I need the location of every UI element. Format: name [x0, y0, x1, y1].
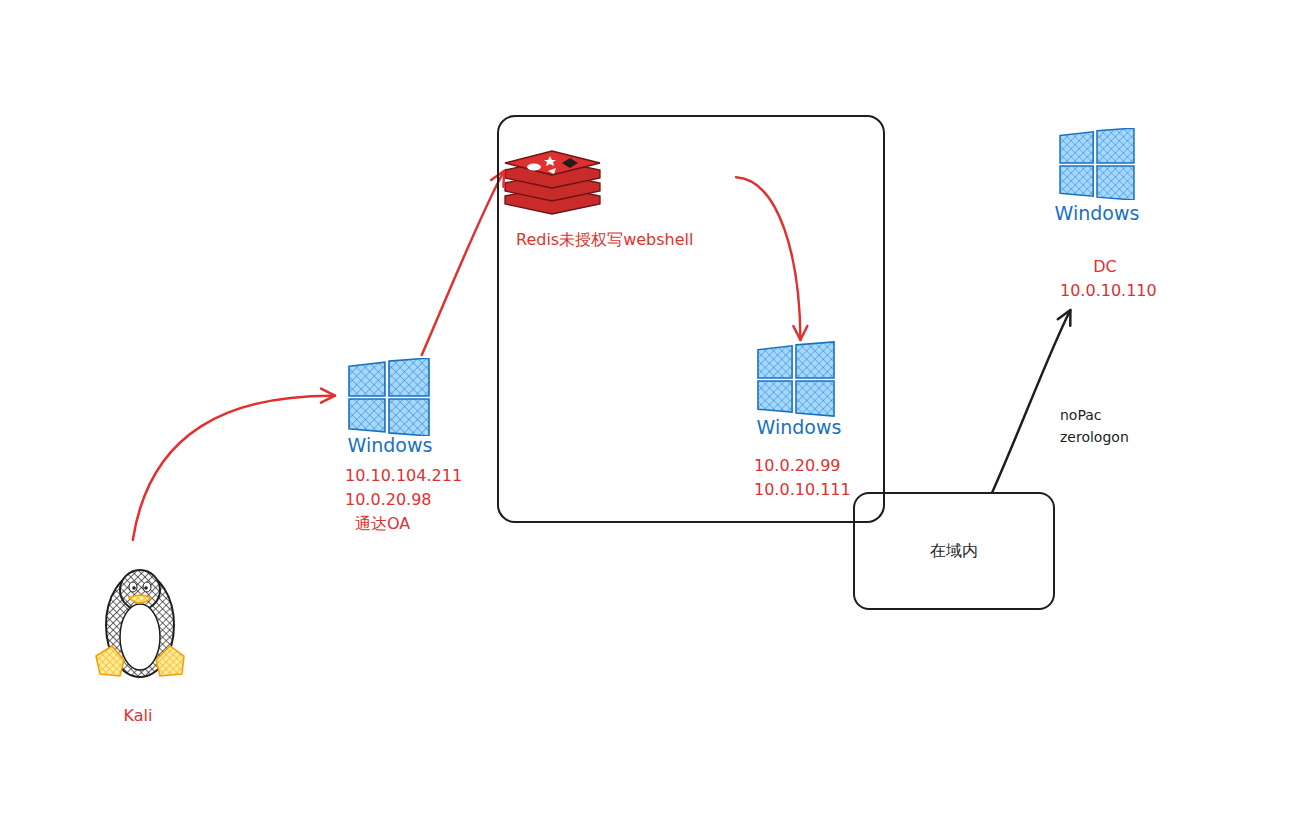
- arrowhead: [1058, 310, 1071, 326]
- os-label: Windows: [757, 416, 842, 439]
- connector-arrow: [133, 389, 335, 540]
- os-label: Windows: [1055, 202, 1140, 225]
- arrowhead: [321, 389, 335, 403]
- connector-arrow: [736, 177, 807, 340]
- domain-box: 在域内: [853, 492, 1055, 610]
- connector-arrow: [422, 171, 504, 355]
- connector-line: [133, 396, 335, 540]
- node-label: 10.0.20.98: [345, 490, 432, 509]
- connector-line: [992, 310, 1070, 492]
- connector-line: [736, 177, 800, 340]
- node-label: Redis未授权写webshell: [516, 230, 693, 249]
- node-label: 在域内: [930, 541, 978, 560]
- host-node: Windows 10.10.104.211 10.0.20.98 通达OA: [335, 355, 475, 540]
- host-node: Kali: [86, 540, 190, 735]
- host-node: Windows 10.0.20.99 10.0.10.111: [750, 340, 870, 502]
- network-zone: Redis未授权写webshellWindows 10.0.20.99 10.0.1…: [497, 115, 885, 523]
- edge-label: noPac zerologon: [1058, 404, 1131, 449]
- node-label: 10.0.20.99: [754, 456, 841, 475]
- node-label: 10.10.104.211: [345, 466, 462, 485]
- windows-logo: [349, 358, 429, 436]
- node-label: 10.0.10.110: [1060, 281, 1157, 300]
- domain-controller-node: WindowsDC 10.0.10.110: [1048, 125, 1160, 310]
- arrowhead: [793, 326, 807, 340]
- node-label: 通达OA: [355, 514, 410, 533]
- penguin-icon: [96, 570, 184, 677]
- node-label: 10.0.10.111: [754, 480, 851, 499]
- node-label: Kali: [124, 706, 153, 725]
- windows-logo: [1060, 128, 1134, 200]
- connector-line: [422, 171, 504, 355]
- redis-icon: [505, 151, 600, 214]
- connector-arrow: [992, 310, 1070, 492]
- os-label: Windows: [348, 434, 433, 457]
- service-node: Redis未授权写webshell: [504, 150, 736, 255]
- node-label: DC: [1093, 257, 1117, 276]
- windows-logo: [758, 342, 834, 416]
